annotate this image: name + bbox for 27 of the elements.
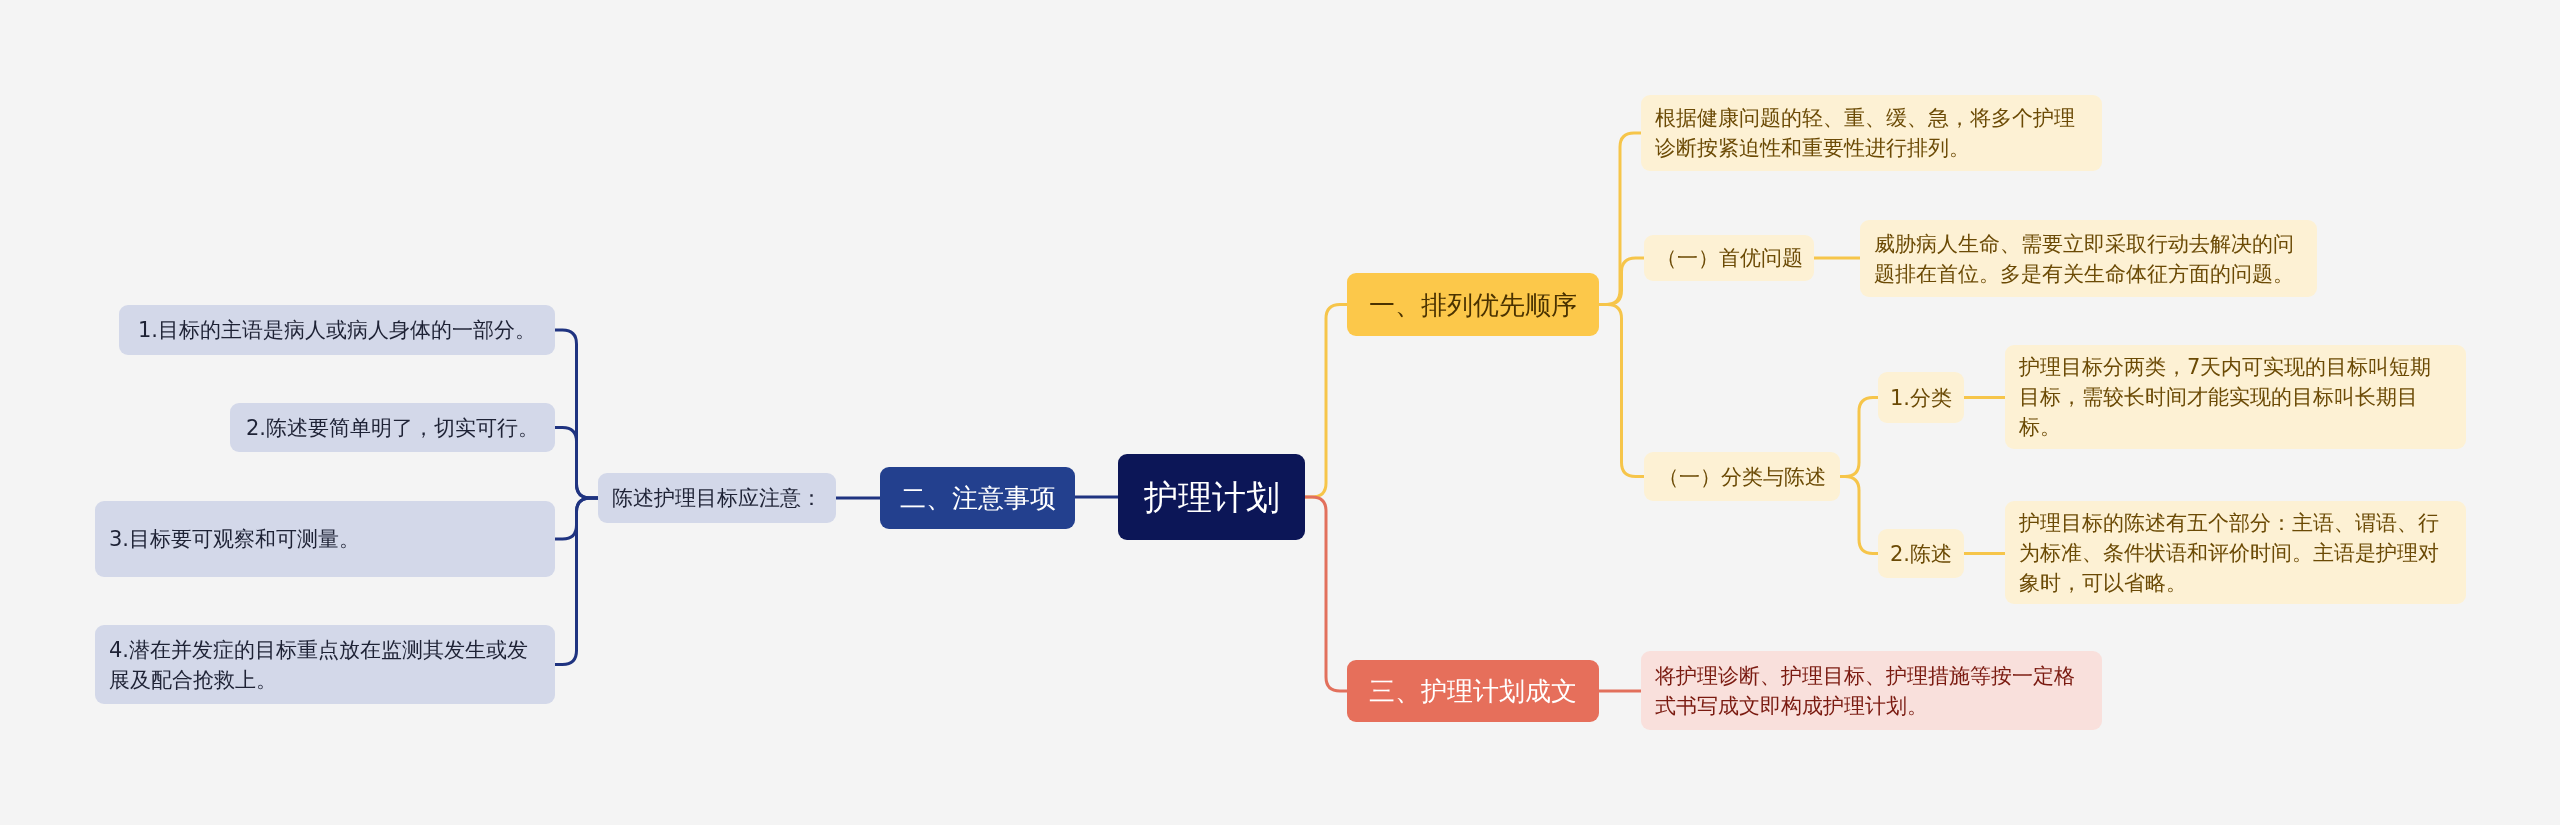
subtopic-box: 护理目标分两类，7天内可实现的目标叫短期目标，需较长时间才能实现的目标叫长期目标。	[2005, 345, 2466, 449]
connector-line	[1964, 552, 2005, 555]
subtopic-box: （一）首优问题	[1644, 235, 1814, 281]
connector-line	[1599, 303, 1644, 478]
connector-line	[1599, 689, 1641, 693]
connector-line	[555, 496, 598, 666]
connector-line	[1814, 256, 1860, 260]
connector-line	[1305, 495, 1347, 693]
subtopic-box: 2.陈述要简单明了，切实可行。	[230, 403, 555, 452]
branch-topic-box: 三、护理计划成文	[1347, 660, 1599, 722]
central-topic-box: 护理计划	[1118, 454, 1305, 540]
subtopic-box: 3.目标要可观察和可测量。	[95, 501, 555, 577]
subtopic-box: 4.潜在并发症的目标重点放在监测其发生或发展及配合抢救上。	[95, 625, 555, 704]
connector-line	[1964, 396, 2005, 399]
subtopic-box: （一）分类与陈述	[1644, 452, 1840, 501]
subtopic-box: 护理目标的陈述有五个部分：主语、谓语、行为标准、条件状语和评价时间。主语是护理对象时，可以省略。	[2005, 501, 2466, 604]
connector-line	[836, 496, 880, 500]
subtopic-box: 将护理诊断、护理目标、护理措施等按一定格式书写成文即构成护理计划。	[1641, 651, 2102, 730]
subtopic-box: 根据健康问题的轻、重、缓、急，将多个护理诊断按紧迫性和重要性进行排列。	[1641, 95, 2102, 171]
subtopic-box: 陈述护理目标应注意：	[598, 473, 836, 523]
subtopic-box: 威胁病人生命、需要立即采取行动去解决的问题排在首位。多是有关生命体征方面的问题。	[1860, 220, 2317, 297]
subtopic-box: 1.分类	[1878, 372, 1964, 423]
subtopic-box: 1.目标的主语是病人或病人身体的一部分。	[119, 305, 555, 355]
subtopic-box: 2.陈述	[1878, 529, 1964, 578]
connector-line	[1075, 495, 1118, 499]
branch-topic-box: 二、注意事项	[880, 467, 1075, 529]
branch-topic-box: 一、排列优先顺序	[1347, 273, 1599, 336]
